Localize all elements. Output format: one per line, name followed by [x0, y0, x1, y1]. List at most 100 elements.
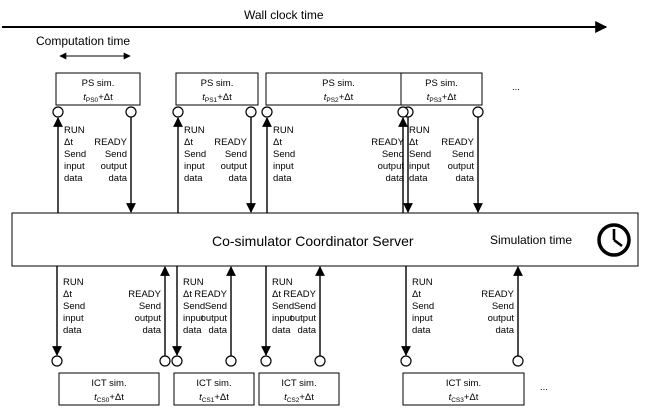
ict-ready-label-line: Send	[294, 301, 316, 312]
ict-run-label-line: data	[412, 325, 431, 336]
ict-sim-time: tCS1+Δt	[199, 392, 229, 404]
ps-ready-label-line: output	[378, 161, 405, 172]
ps-sim-title: PS sim.	[82, 78, 115, 89]
ict-sim-title: ICT sim.	[91, 378, 126, 389]
ps-ready-label-line: data	[456, 173, 475, 184]
ps-ready-label-line: output	[101, 161, 128, 172]
ict-ready-label-line: Send	[492, 301, 514, 312]
ps-ready-label-line: READY	[214, 137, 247, 148]
ps-sim-time: tPS2+Δt	[324, 92, 354, 104]
computation-time-label: Computation time	[36, 34, 130, 48]
ps-sim-time: tPS1+Δt	[202, 92, 232, 104]
ict-ready-label-line: data	[298, 325, 317, 336]
ict-sim-title: ICT sim.	[281, 378, 316, 389]
ict-ready-port	[314, 355, 326, 367]
ict-ready-label-line: Send	[205, 301, 227, 312]
time-delta: +Δt	[464, 392, 479, 403]
ict-ready-label-line: READY	[481, 289, 514, 300]
coordinator-server-box	[11, 212, 639, 267]
ict-ready-label-line: output	[290, 313, 317, 324]
time-delta: +Δt	[109, 392, 124, 403]
ict-run-port	[260, 355, 272, 367]
ict-ready-label-line: output	[488, 313, 515, 324]
ps-run-label-line: RUN	[184, 125, 205, 136]
time-delta: +Δt	[339, 92, 354, 103]
time-delta: +Δt	[217, 92, 232, 103]
ps-run-label-line: Δt	[184, 137, 193, 148]
ps-run-label-line: input	[409, 161, 430, 172]
ps-sim-box	[175, 72, 259, 106]
ps-ellipsis: ...	[512, 82, 520, 93]
time-variable: t	[83, 92, 86, 103]
ict-run-label-line: Send	[272, 301, 294, 312]
ict-ready-label-line: data	[496, 325, 515, 336]
ps-run-label-line: data	[273, 173, 292, 184]
ps-sim-title: PS sim.	[425, 78, 458, 89]
time-delta: +Δt	[299, 392, 314, 403]
ps-ready-label-line: Send	[225, 149, 247, 160]
ps-ready-label-line: output	[221, 161, 248, 172]
ict-run-label-line: Δt	[183, 289, 192, 300]
ict-sim-title: ICT sim.	[446, 378, 481, 389]
ps-ready-label-line: data	[229, 173, 248, 184]
ict-run-label-line: RUN	[183, 277, 204, 288]
ict-run-label-line: Send	[63, 301, 85, 312]
ps-run-port	[261, 106, 273, 118]
ict-ellipsis: ...	[540, 382, 548, 393]
time-delta: +Δt	[98, 92, 113, 103]
ict-ready-port	[225, 355, 237, 367]
time-subscript: PS2	[326, 97, 339, 104]
ict-run-label-line: RUN	[272, 277, 293, 288]
ict-run-label-line: Δt	[412, 289, 421, 300]
ict-sim-time: tCS0+Δt	[94, 392, 124, 404]
ps-run-label-line: data	[184, 173, 203, 184]
ict-run-label-line: Send	[412, 301, 434, 312]
ict-run-port	[400, 355, 412, 367]
ict-sim-box	[58, 372, 160, 406]
ict-sim-box	[173, 372, 255, 406]
ict-run-label-line: input	[412, 313, 433, 324]
ict-run-label-line: input	[183, 313, 204, 324]
ict-run-label-line: data	[272, 325, 291, 336]
server-label: Co-simulator Coordinator Server	[212, 233, 414, 249]
time-subscript: CS1	[202, 397, 215, 404]
clock-icon	[597, 223, 631, 257]
ps-run-label-line: Send	[184, 149, 206, 160]
time-variable: t	[199, 392, 202, 403]
ps-run-port	[52, 106, 64, 118]
ict-ready-label-line: output	[201, 313, 228, 324]
ps-run-label-line: Send	[64, 149, 86, 160]
ps-ready-port	[125, 106, 137, 118]
ict-run-label-line: Δt	[272, 289, 281, 300]
ps-ready-port	[472, 106, 484, 118]
time-variable: t	[284, 392, 287, 403]
ps-run-label-line: Send	[409, 149, 431, 160]
ps-run-label-line: RUN	[64, 125, 85, 136]
time-subscript: CS0	[97, 397, 110, 404]
time-variable: t	[427, 92, 430, 103]
ps-run-port	[397, 106, 409, 118]
time-subscript: PS3	[429, 97, 442, 104]
ict-run-label-line: input	[272, 313, 293, 324]
ict-run-label-line: data	[183, 325, 202, 336]
ict-sim-box	[402, 372, 525, 406]
ps-run-label-line: Send	[273, 149, 295, 160]
ps-run-label-line: data	[409, 173, 428, 184]
time-variable: t	[94, 392, 97, 403]
ps-run-label-line: input	[184, 161, 205, 172]
ps-sim-box	[55, 72, 141, 106]
